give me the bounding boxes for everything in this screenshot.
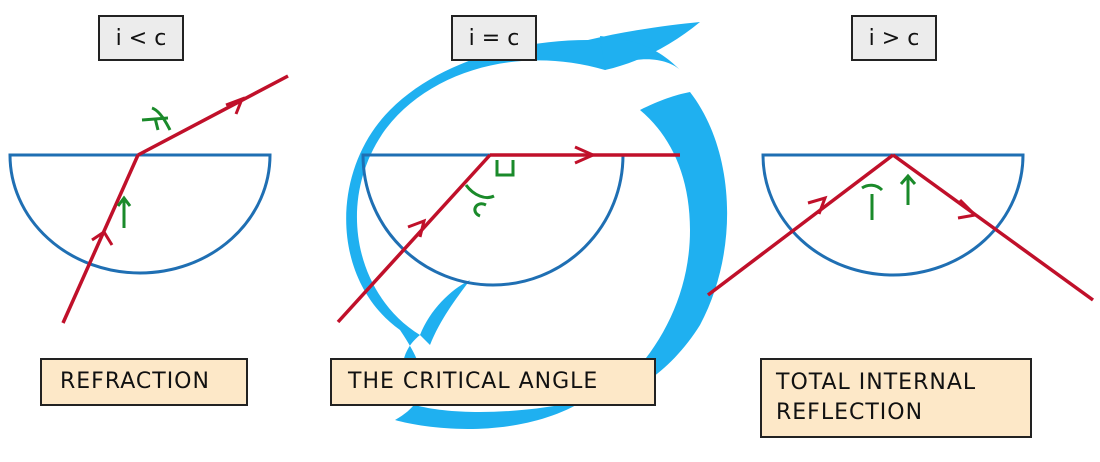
angle-mark-c: [473, 202, 487, 218]
glass-block-3: [761, 153, 1025, 277]
angle-mark-c-arc: [464, 184, 495, 200]
angle-mark-i-3: [899, 173, 917, 205]
panel-tir: [706, 153, 1095, 302]
ray-incident-2: [336, 153, 492, 324]
arrow-head-1b: [225, 96, 245, 115]
condition-label-2: i = c: [451, 15, 537, 61]
ray-refracted-1: [137, 74, 289, 157]
caption-line: THE CRITICAL ANGLE: [348, 369, 599, 394]
caption-critical-angle: THE CRITICAL ANGLE: [330, 358, 656, 406]
caption-line: REFLECTION: [776, 400, 924, 425]
ray-reflected-3: [891, 153, 1095, 302]
condition-label-3: i > c: [851, 15, 937, 61]
angle-mark-i-1: [116, 195, 132, 228]
logo-watermark-icon: [346, 22, 728, 429]
condition-label-1: i < c: [98, 15, 184, 61]
angle-mark-r-1-label: [141, 116, 169, 131]
caption-total-internal-reflection: TOTAL INTERNAL REFLECTION: [760, 358, 1032, 438]
right-angle-mark: [495, 160, 515, 177]
angle-mark-r-3: [861, 183, 884, 220]
panel-critical: [336, 145, 680, 324]
panel-refraction: [8, 74, 289, 324]
angle-mark-r-1: [151, 106, 172, 131]
arrow-head-2a: [407, 218, 427, 238]
ray-incident-3: [706, 153, 895, 297]
glass-block-1: [8, 153, 272, 275]
glass-block-2: [361, 153, 625, 287]
arrow-head-3a: [807, 195, 828, 215]
arrow-head-3b: [957, 198, 979, 220]
ray-incident-1: [61, 154, 140, 324]
caption-line: TOTAL INTERNAL: [776, 370, 977, 395]
caption-line: REFRACTION: [60, 369, 210, 394]
arrow-head-1a: [91, 229, 114, 246]
caption-refraction: REFRACTION: [40, 358, 248, 406]
arrow-head-2b: [574, 145, 597, 165]
